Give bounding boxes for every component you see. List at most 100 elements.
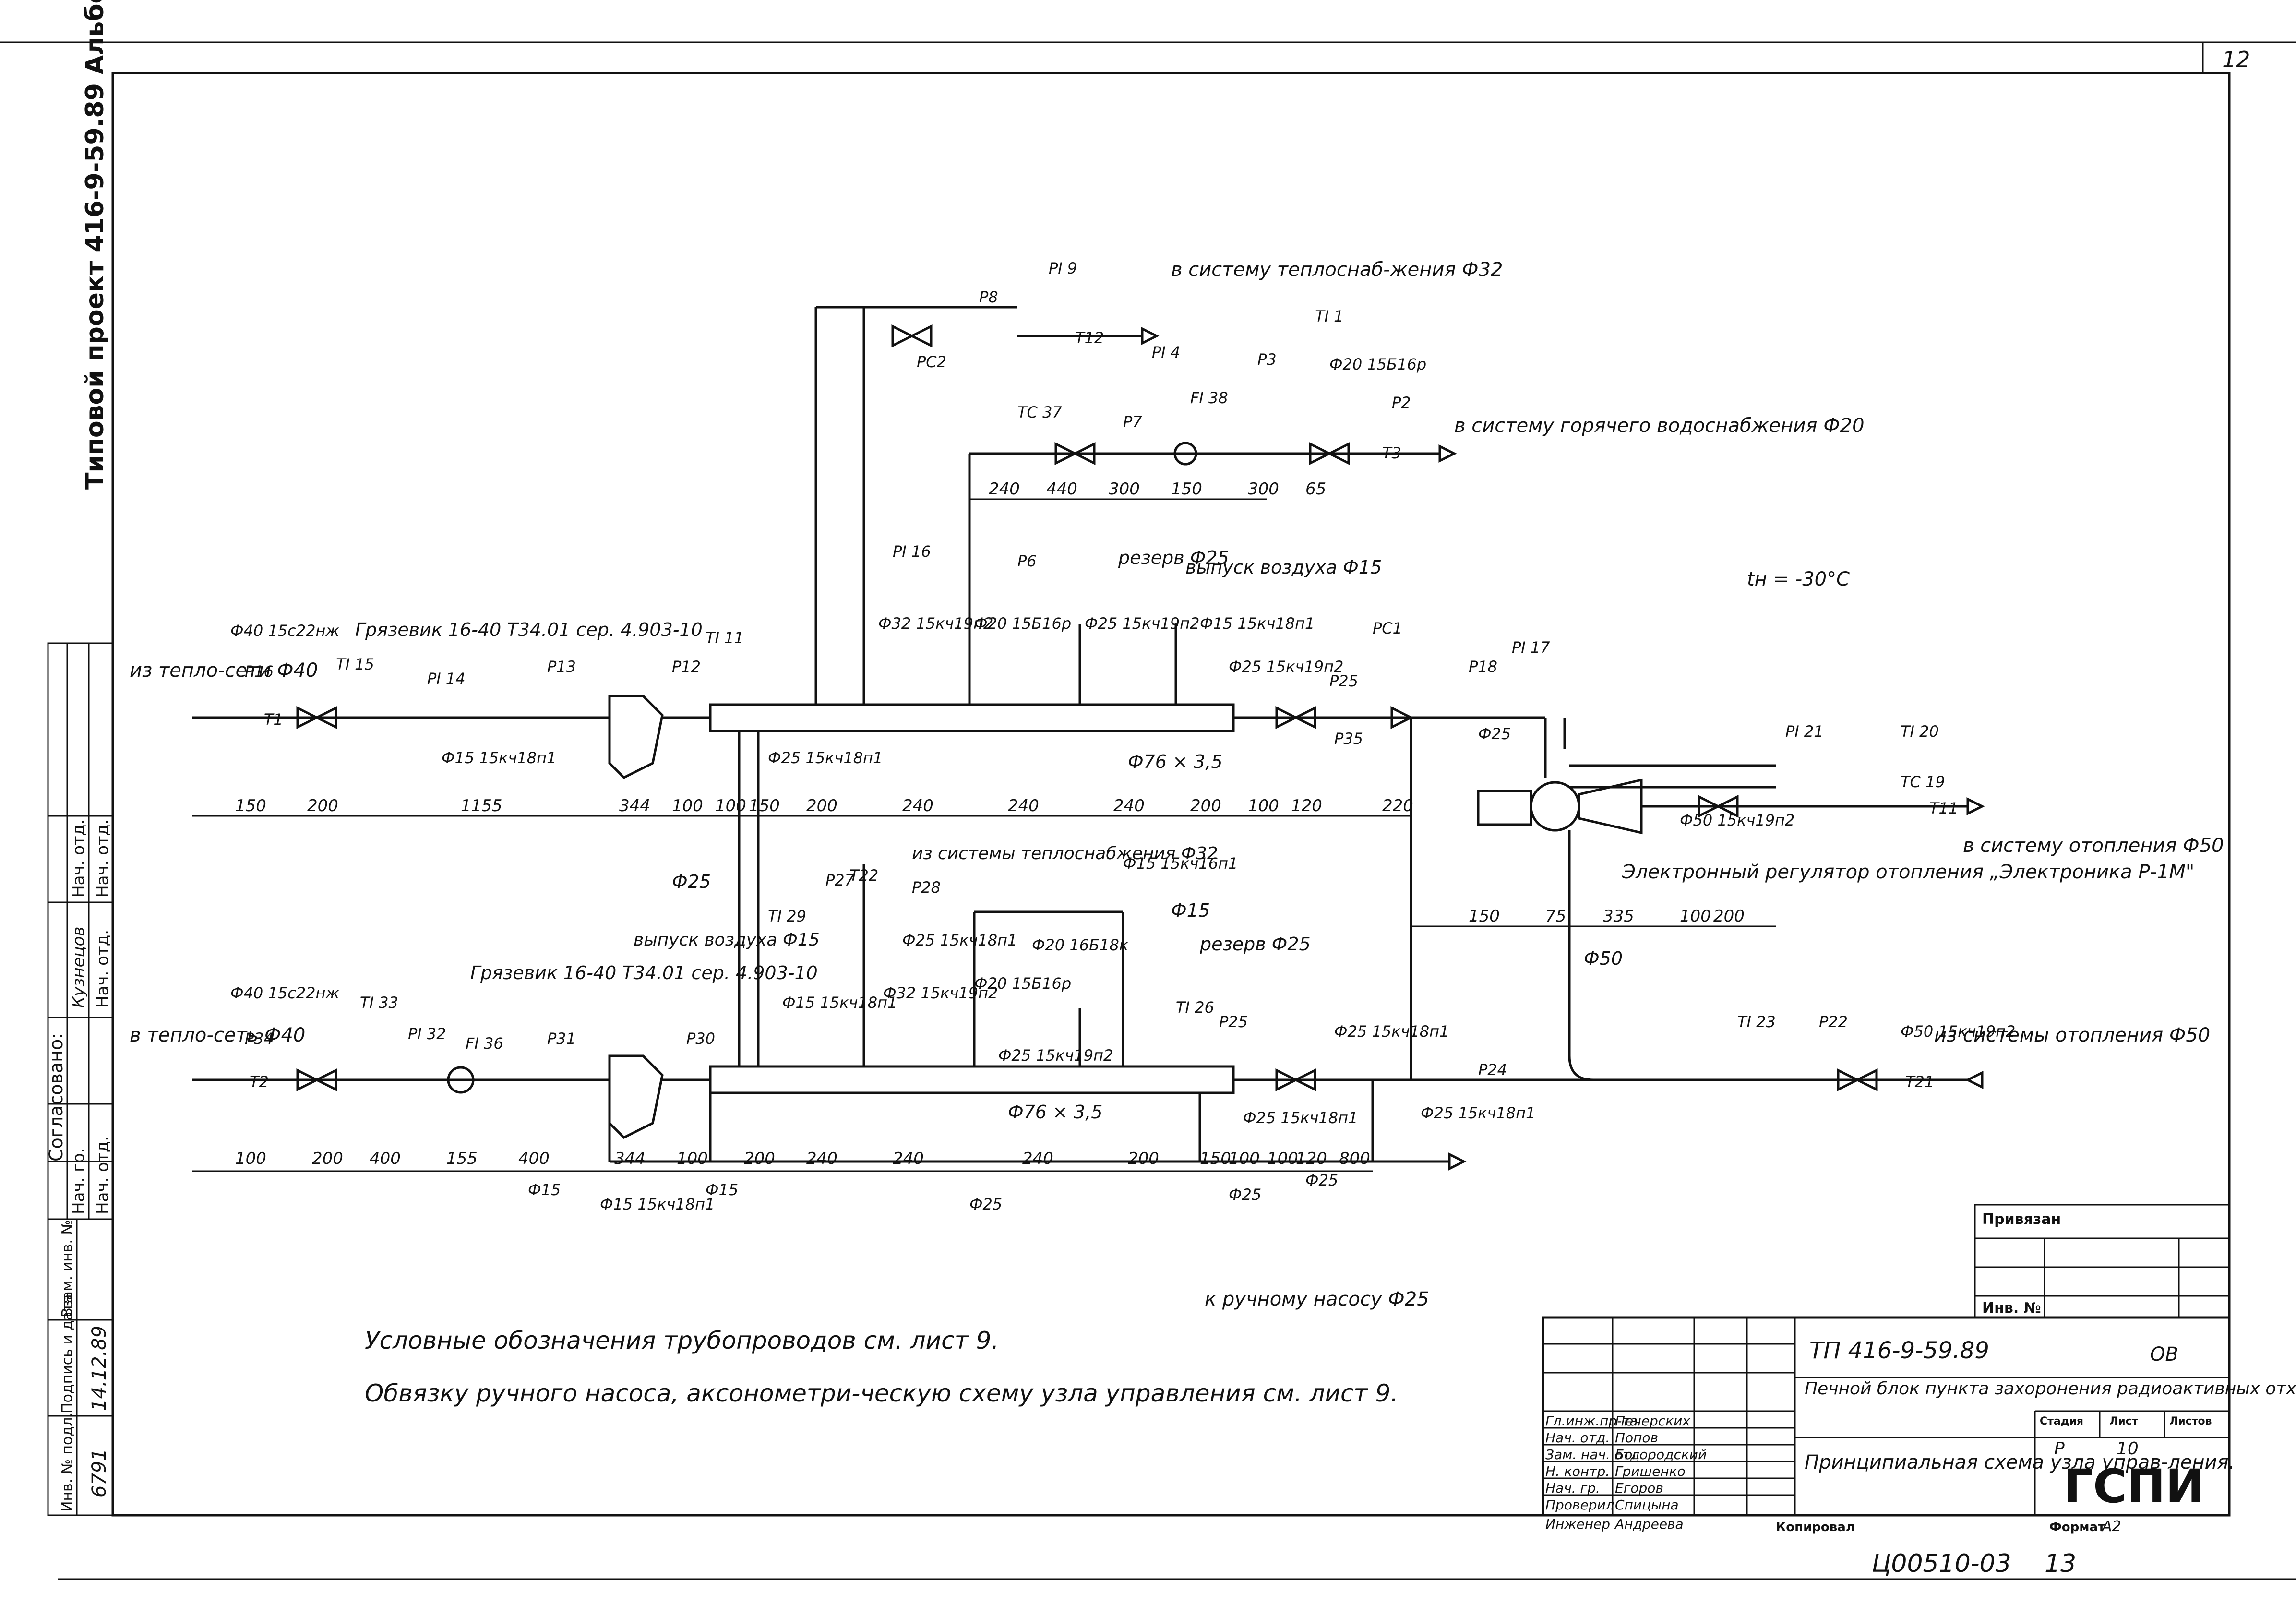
stamp-sign-date: Подпись и дата [59,1294,76,1414]
title-sheets-label: Листов [2169,1415,2212,1427]
tag-p28: Р28 [912,878,941,897]
dim-top-13: 100 [1248,796,1279,815]
staff-name-7: Андреева [1614,1516,1684,1532]
tag-v20-16b: Ф20 16Б18к [1032,936,1129,954]
approval-row-2: Нач. отд. [93,819,112,898]
tag-p3: Р3 [1257,350,1277,369]
footer-doc-no: Ц00510-03 [1872,1549,2011,1578]
dim-reg-4: 100 [1680,907,1711,926]
tag-t22: Т22 [849,866,878,885]
approval-row-6: Нач. отд. [93,1136,112,1214]
label-air-release-top: выпуск воздуха Ф15 [1185,557,1382,578]
tag-pc2: РС2 [917,353,946,371]
dim-top-7: 150 [749,796,780,815]
dim-top-15: 220 [1382,796,1413,815]
label-from-heating: из системы отопления Ф50 [1934,1024,2210,1046]
dim-top-2: 200 [307,796,338,815]
tag-t12: Т12 [1075,329,1104,347]
dim-bot-7: 100 [677,1149,708,1168]
label-from-heat-supply: из тепло-сети Ф40 [130,659,318,682]
tag-f25-reg: Ф25 [1478,725,1511,743]
tag-t11: Т11 [1929,799,1958,817]
tag-v25-b2: Ф25 15кч18п1 [1243,1109,1358,1127]
dim-bot-8: 200 [744,1149,775,1168]
tag-pi16: PI 16 [893,542,931,561]
staff-role-7: Инженер [1545,1516,1610,1532]
label-air-release-bottom: выпуск воздуха Ф15 [634,930,820,950]
tag-v40-bot: Ф40 15с22нж [230,984,339,1002]
tag-v15-mid2: Ф15 15кч16п1 [1123,854,1238,873]
stamp-inv-podl: Инв. № подл. [59,1413,76,1512]
dim-bot-10: 240 [893,1149,924,1168]
tag-p16: Р16 [245,662,274,681]
tag-p6: Р6 [1017,552,1037,570]
approval-signer: Кузнецов [69,927,88,1008]
mud-trap-bottom [608,1054,664,1139]
dim-hw-5: 300 [1248,479,1279,499]
tag-p34: Р34 [245,1030,274,1048]
label-mud-trap-bottom: Грязевик 16-40 Т34.01 сер. 4.903-10 [470,962,818,983]
tag-f15b: Ф15 [706,1181,738,1199]
tag-f15a: Ф15 [528,1181,561,1199]
tag-ti20: TI 20 [1901,722,1939,741]
tag-pi32: PI 32 [408,1025,446,1043]
tag-p27: Р27 [825,871,855,889]
dim-bot-3: 400 [370,1149,401,1168]
dim-bot-5: 400 [518,1149,550,1168]
title-staff: Гл.инж.пр-та Печерских Нач. отд. Попов З… [1545,1413,1707,1513]
tag-v50-bot: Ф50 15кч19п2 [1901,1022,2015,1041]
tag-p24: Р24 [1478,1061,1507,1079]
label-from-heat-system: из системы теплоснабжения Ф32 [912,844,1218,863]
label-pipe-f50: Ф50 [1584,948,1623,969]
tag-v25-top: Ф25 15кч19п2 [1085,614,1199,633]
dim-hw-3: 300 [1109,479,1140,499]
dims-reg: 150 75 335 100 200 [1469,907,1745,926]
staff-role-6: Проверил [1545,1497,1614,1513]
tag-pc1: РС1 [1373,619,1402,637]
tag-v25-bypass: Ф25 15кч18п1 [768,749,883,767]
privyazan-inv: Инв. № [1982,1300,2041,1317]
tag-p8: Р8 [979,288,998,306]
footer-format-label: Формат [2049,1520,2105,1534]
label-to-hand-pump: к ручному насосу Ф25 [1205,1288,1429,1310]
tag-ti29: TI 29 [768,907,806,925]
label-to-hot-water: в систему горячего водоснабжения Ф20 [1454,415,1865,437]
tag-v25-mid: Ф25 15кч18п1 [902,931,1017,949]
dims-hw: 240 440 300 150 300 65 [989,479,1326,499]
tag-tc37: ТС 37 [1017,403,1062,421]
dim-bot-9: 240 [806,1149,837,1168]
flow-arrows [1141,326,1985,1171]
tag-fi38: FI 38 [1190,389,1228,407]
tag-v25-right: Ф25 15кч19п2 [1229,658,1343,676]
dim-top-5: 100 [672,796,703,815]
dim-bot-14: 100 [1229,1149,1260,1168]
tag-v32: Ф32 15кч19п2 [878,614,993,633]
mud-trap-top [608,695,664,779]
dim-top-14: 120 [1291,796,1322,815]
tag-t3: Т3 [1382,444,1401,462]
dim-reg-1: 150 [1469,907,1500,926]
dim-bot-15: 100 [1267,1149,1298,1168]
privyazan-title: Привязан [1982,1211,2061,1228]
title-stage-label: Стадия [2040,1415,2083,1427]
staff-name-4: Гришенко [1615,1463,1686,1479]
tag-pi4: PI 4 [1152,343,1180,361]
tag-pi9: PI 9 [1049,259,1077,277]
dim-bot-4: 155 [446,1149,478,1168]
note-2: Обвязку ручного насоса, аксонометри-ческ… [365,1379,1398,1407]
staff-role-5: Нач. гр. [1545,1480,1600,1496]
stamp-inv-value: 6791 [88,1449,110,1497]
tag-f25a: Ф25 [969,1195,1002,1213]
tag-f25c: Ф25 [1305,1171,1338,1189]
approval-title: Согласовано: [46,1033,67,1162]
staff-name-2: Попов [1615,1430,1658,1446]
label-to-heat-supply: в тепло-сеть Ф40 [130,1024,305,1046]
tag-ti1: TI 1 [1315,307,1344,325]
title-block [1542,1316,2231,1517]
tag-ti33: TI 33 [360,994,398,1012]
dim-top-3: 1155 [461,796,502,815]
tag-pi21: PI 21 [1785,722,1824,741]
sheet-number: 12 [2222,47,2250,72]
valves [296,324,1878,1094]
